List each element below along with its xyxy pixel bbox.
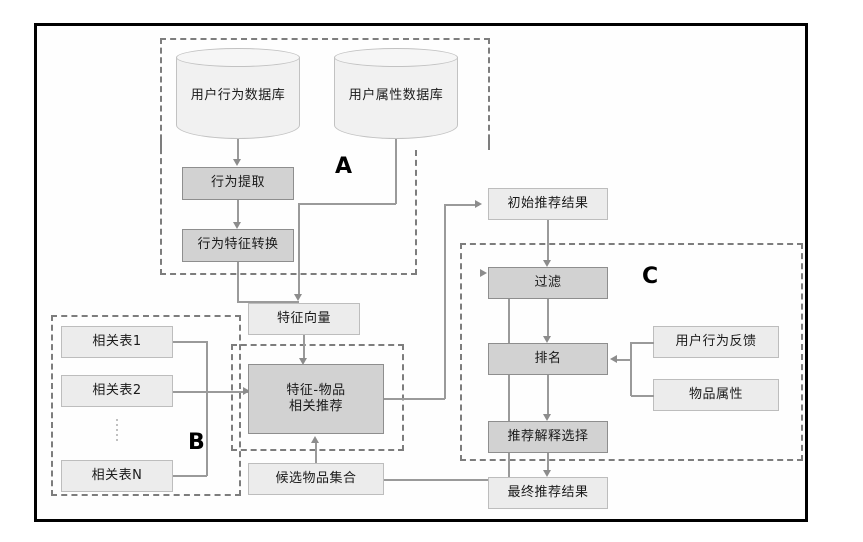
- cylinder-body: [334, 57, 458, 139]
- arrow-initial-to-filter: [543, 260, 551, 267]
- cylinder-top: [176, 48, 300, 67]
- node-feature-vector[interactable]: 特征向量: [248, 303, 360, 335]
- group-a-region-right-stub: [417, 138, 490, 150]
- connector-to-initial-result: [444, 204, 479, 206]
- connector-candidate-to-recommender: [315, 440, 317, 463]
- arrow-to-feature-vector: [294, 294, 302, 301]
- connector-candidate-right: [384, 479, 510, 481]
- connector-db-attribute-to-feature-vector: [298, 203, 300, 297]
- arrow-extract-to-transform: [233, 222, 241, 229]
- group-a-label: A: [335, 154, 353, 179]
- diagram-frame: A B C 用户行为数据库 用户属性数据库 行为提取 行为特征转换: [34, 23, 808, 522]
- arrow-to-initial-result: [475, 200, 482, 208]
- connector-db-behavior-to-extract: [237, 139, 239, 162]
- database-user-attribute: 用户属性数据库: [334, 48, 458, 139]
- connector-transform-right: [237, 301, 299, 303]
- arrow-candidate-into-filter: [480, 269, 487, 277]
- connector-initial-to-filter: [547, 220, 549, 263]
- arrow-filter-to-ranking: [543, 336, 551, 343]
- connector-feedback-left: [631, 342, 654, 344]
- database-user-attribute-label: 用户属性数据库: [348, 88, 444, 103]
- connector-recommender-up: [444, 204, 446, 399]
- database-user-behavior-label: 用户行为数据库: [190, 88, 286, 103]
- connector-filter-to-ranking: [547, 299, 549, 339]
- connector-side-inputs-bus: [630, 342, 632, 396]
- connector-recommender-right: [384, 398, 445, 400]
- group-c-label: C: [642, 264, 659, 289]
- connector-item-attribute-left: [631, 395, 654, 397]
- node-ranking[interactable]: 排名: [488, 343, 608, 375]
- connector-candidate-up-to-filter: [508, 273, 510, 480]
- connector-rtn-right: [173, 475, 207, 477]
- arrow-candidate-to-recommender: [311, 436, 319, 443]
- arrow-ranking-to-explain: [543, 414, 551, 421]
- connector-bus-to-ranking: [617, 359, 631, 361]
- database-user-behavior: 用户行为数据库: [176, 48, 300, 139]
- node-behavior-extract[interactable]: 行为提取: [182, 167, 294, 200]
- ellipsis-vertical-dots: [116, 416, 118, 444]
- connector-explain-to-final: [547, 453, 549, 473]
- connector-ranking-to-explain: [547, 375, 549, 417]
- group-a-region-right-wall: [403, 150, 417, 275]
- group-b-region: [51, 315, 241, 496]
- group-a-region-lower-left: [160, 138, 417, 275]
- node-relation-table-1[interactable]: 相关表1: [61, 326, 173, 358]
- connector-transform-down: [237, 262, 239, 302]
- connector-rt1-right: [173, 341, 207, 343]
- node-user-behavior-feedback[interactable]: 用户行为反馈: [653, 326, 779, 358]
- group-b-label: B: [188, 430, 205, 455]
- group-c-region: [460, 243, 803, 461]
- connector-feature-vector-to-recommender: [303, 335, 305, 361]
- node-filter[interactable]: 过滤: [488, 267, 608, 299]
- connector-rt2-right: [173, 391, 207, 393]
- node-relation-table-n[interactable]: 相关表N: [61, 460, 173, 492]
- arrow-bus-to-ranking: [610, 355, 617, 363]
- node-relation-table-2[interactable]: 相关表2: [61, 375, 173, 407]
- arrow-explain-to-final: [543, 470, 551, 477]
- node-final-recommend-result[interactable]: 最终推荐结果: [488, 477, 608, 509]
- node-item-attribute[interactable]: 物品属性: [653, 379, 779, 411]
- arrow-db-behavior-to-extract: [233, 159, 241, 166]
- group-recommender-region: [231, 344, 404, 451]
- node-behavior-feature-transform[interactable]: 行为特征转换: [182, 229, 294, 262]
- node-initial-recommend-result[interactable]: 初始推荐结果: [488, 188, 608, 220]
- connector-relation-tables-bus: [206, 341, 208, 476]
- arrow-bus-to-recommender: [243, 387, 250, 395]
- cylinder-top: [334, 48, 458, 67]
- cylinder-body: [176, 57, 300, 139]
- connector-extract-to-transform: [237, 200, 239, 225]
- arrow-feature-vector-to-recommender: [299, 358, 307, 365]
- connector-db-attribute-left: [298, 203, 396, 205]
- node-recommend-explain-select[interactable]: 推荐解释选择: [488, 421, 608, 453]
- connector-db-attribute-down: [395, 139, 397, 204]
- connector-bus-to-recommender: [206, 391, 249, 393]
- node-feature-item-recommend[interactable]: 特征-物品 相关推荐: [248, 364, 384, 434]
- group-a-region-upper: [160, 38, 490, 150]
- node-candidate-item-set[interactable]: 候选物品集合: [248, 463, 384, 495]
